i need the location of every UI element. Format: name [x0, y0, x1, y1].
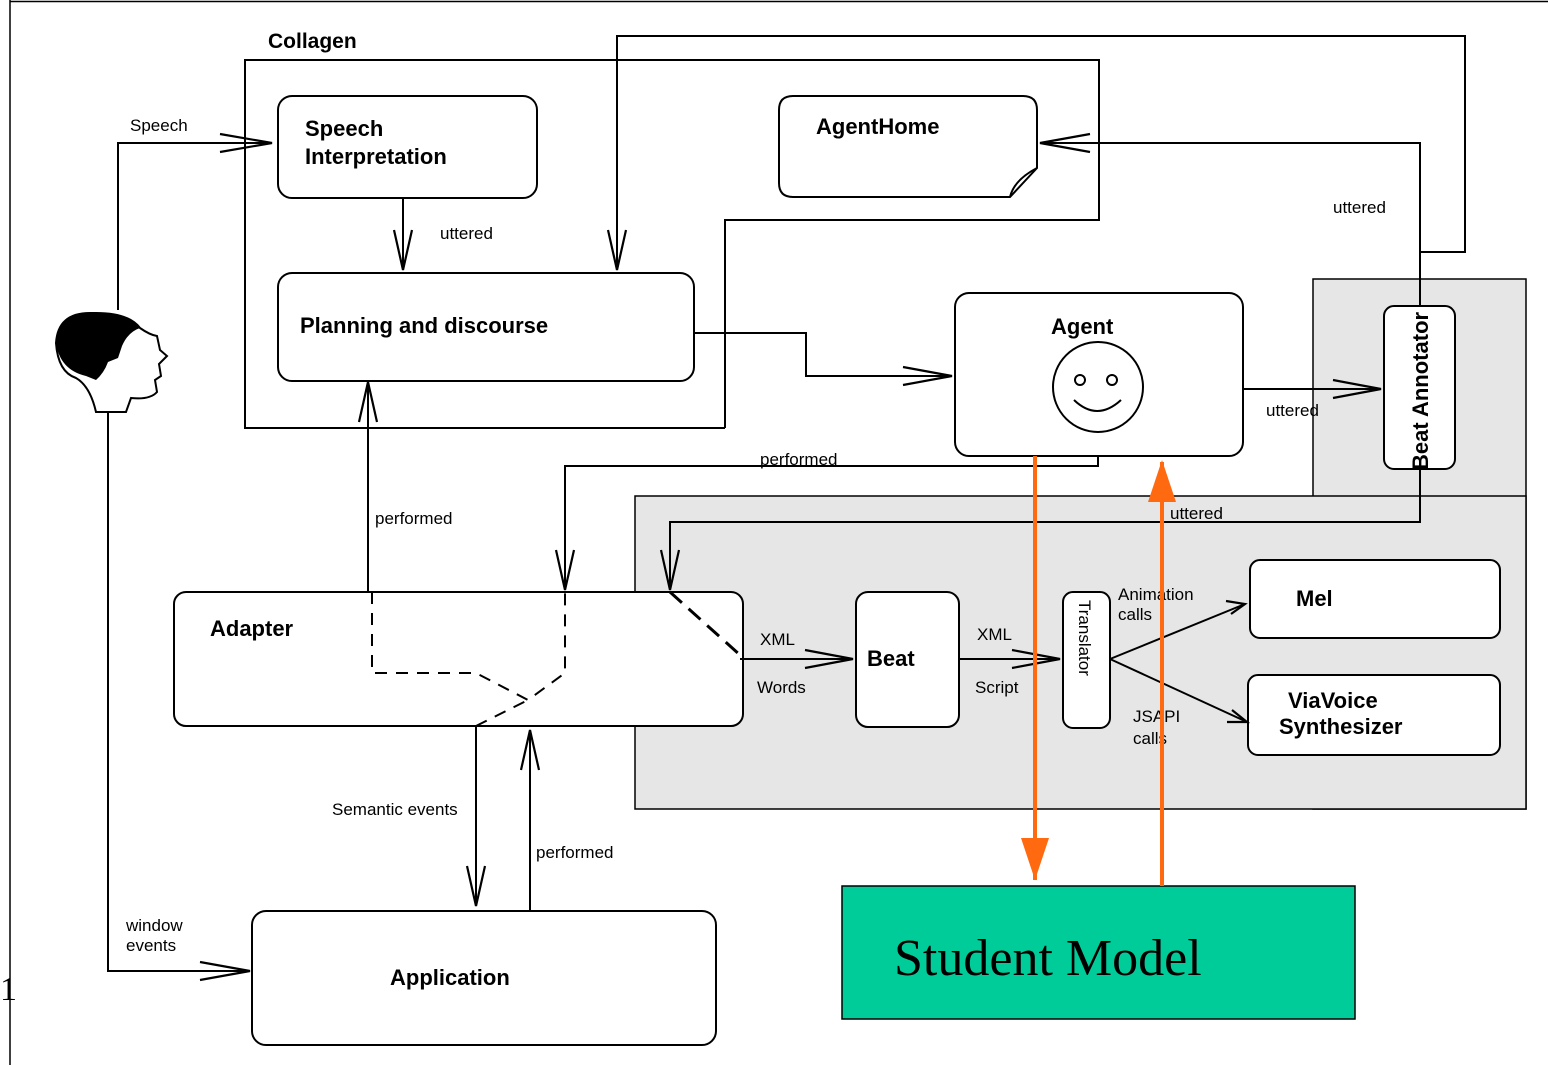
agent-to-student-model-arrowhead: [1021, 838, 1049, 880]
mel-box: [1249, 559, 1501, 639]
animation-label-1: Animation: [1118, 585, 1194, 604]
jsapi-label-1: JSAPI: [1133, 707, 1180, 726]
viavoice-synthesizer-box: [1247, 674, 1501, 756]
window-events-arrowhead: [199, 960, 251, 982]
student-model-box: [841, 885, 1356, 1020]
performed-bottom-arrowhead: [519, 729, 541, 771]
beat-label: Beat: [867, 646, 915, 671]
window-events-label-1: window: [125, 916, 183, 935]
performed-agent-label: performed: [760, 450, 837, 469]
window-events-edge: [107, 412, 248, 972]
agenthome-box: [778, 95, 1038, 198]
speech-interpretation-label-2: Interpretation: [305, 144, 447, 169]
performed-left-arrowhead: [357, 381, 379, 423]
uttered-loop-arrowhead: [606, 229, 628, 271]
performed-bottom-label: performed: [536, 843, 613, 862]
speech-edge: [117, 142, 270, 310]
speech-interpretation-box: [277, 95, 538, 199]
mel-label: Mel: [1296, 586, 1333, 611]
adapter-box: [173, 591, 744, 727]
viavoice-label-1: ViaVoice: [1288, 688, 1378, 713]
uttered-agenthome-arrowhead: [1039, 132, 1091, 154]
beat-annotator-label: Beat Annotator: [1408, 311, 1433, 470]
agenthome-label: AgentHome: [816, 114, 939, 139]
speech-interpretation-label-1: Speech: [305, 116, 383, 141]
collagen-group-frame: [244, 59, 1100, 429]
uttered-agent-label: uttered: [1266, 401, 1319, 420]
agenthome-page-curl: [1009, 167, 1038, 198]
xml-words-arrowhead: [804, 648, 854, 670]
uttered-speech-label: uttered: [440, 224, 493, 243]
collagen-label: Collagen: [268, 30, 357, 53]
uttered-speech-arrowhead: [392, 229, 414, 271]
xml-words-label-1: XML: [760, 630, 795, 649]
uttered-panel-label: uttered: [1170, 504, 1223, 523]
adapter-label: Adapter: [210, 616, 294, 641]
jsapi-label-2: calls: [1133, 729, 1167, 748]
performed-agent-edge: [564, 456, 1099, 590]
translator-mel-edge: [1109, 603, 1246, 660]
uttered-agenthome-edge: [1040, 142, 1421, 252]
planning-agent-edge: [694, 332, 952, 377]
xml-script-arrowhead: [1011, 648, 1061, 670]
translator-label: Translator: [1075, 600, 1094, 676]
agent-annotator-arrowhead: [1332, 378, 1382, 400]
xml-script-label-2: Script: [975, 678, 1019, 697]
application-label: Application: [390, 965, 510, 990]
user-head-icon: [54, 311, 169, 413]
student-model-to-agent-arrowhead: [1148, 460, 1176, 502]
planning-discourse-label: Planning and discourse: [300, 313, 548, 338]
xml-script-label-1: XML: [977, 625, 1012, 644]
adapter-to-beat-path: [668, 590, 742, 657]
performed-agent-arrowhead: [554, 549, 576, 591]
planning-discourse-box: [277, 272, 695, 382]
uttered-loop-edge: [616, 35, 1466, 306]
adapter-crossing-path: [475, 699, 529, 727]
translator-mel-arrowhead: [1225, 599, 1248, 615]
student-model-label: Student Model: [894, 930, 1202, 987]
uttered-panel-edge: [669, 469, 1421, 590]
animation-label-2: calls: [1118, 605, 1152, 624]
speech-edge-label: Speech: [130, 116, 188, 135]
semantic-events-label: Semantic events: [332, 800, 458, 819]
xml-words-label-2: Words: [757, 678, 806, 697]
translator-viavoice-arrowhead: [1227, 709, 1251, 724]
viavoice-label-2: Synthesizer: [1279, 714, 1403, 739]
adapter-internal-path: [371, 592, 566, 702]
planning-agent-arrowhead: [902, 365, 953, 387]
window-events-label-2: events: [126, 936, 176, 955]
application-box: [251, 910, 717, 1046]
page-number: 1: [0, 971, 17, 1008]
uttered-panel-arrowhead: [659, 549, 681, 591]
performed-left-label: performed: [375, 509, 452, 528]
agent-label: Agent: [1051, 314, 1114, 339]
translator-viavoice-edge: [1109, 658, 1248, 723]
smiley-face-icon: [1052, 341, 1144, 433]
speech-arrowhead: [219, 132, 273, 154]
uttered-right-label: uttered: [1333, 198, 1386, 217]
semantic-events-arrowhead: [465, 865, 487, 907]
